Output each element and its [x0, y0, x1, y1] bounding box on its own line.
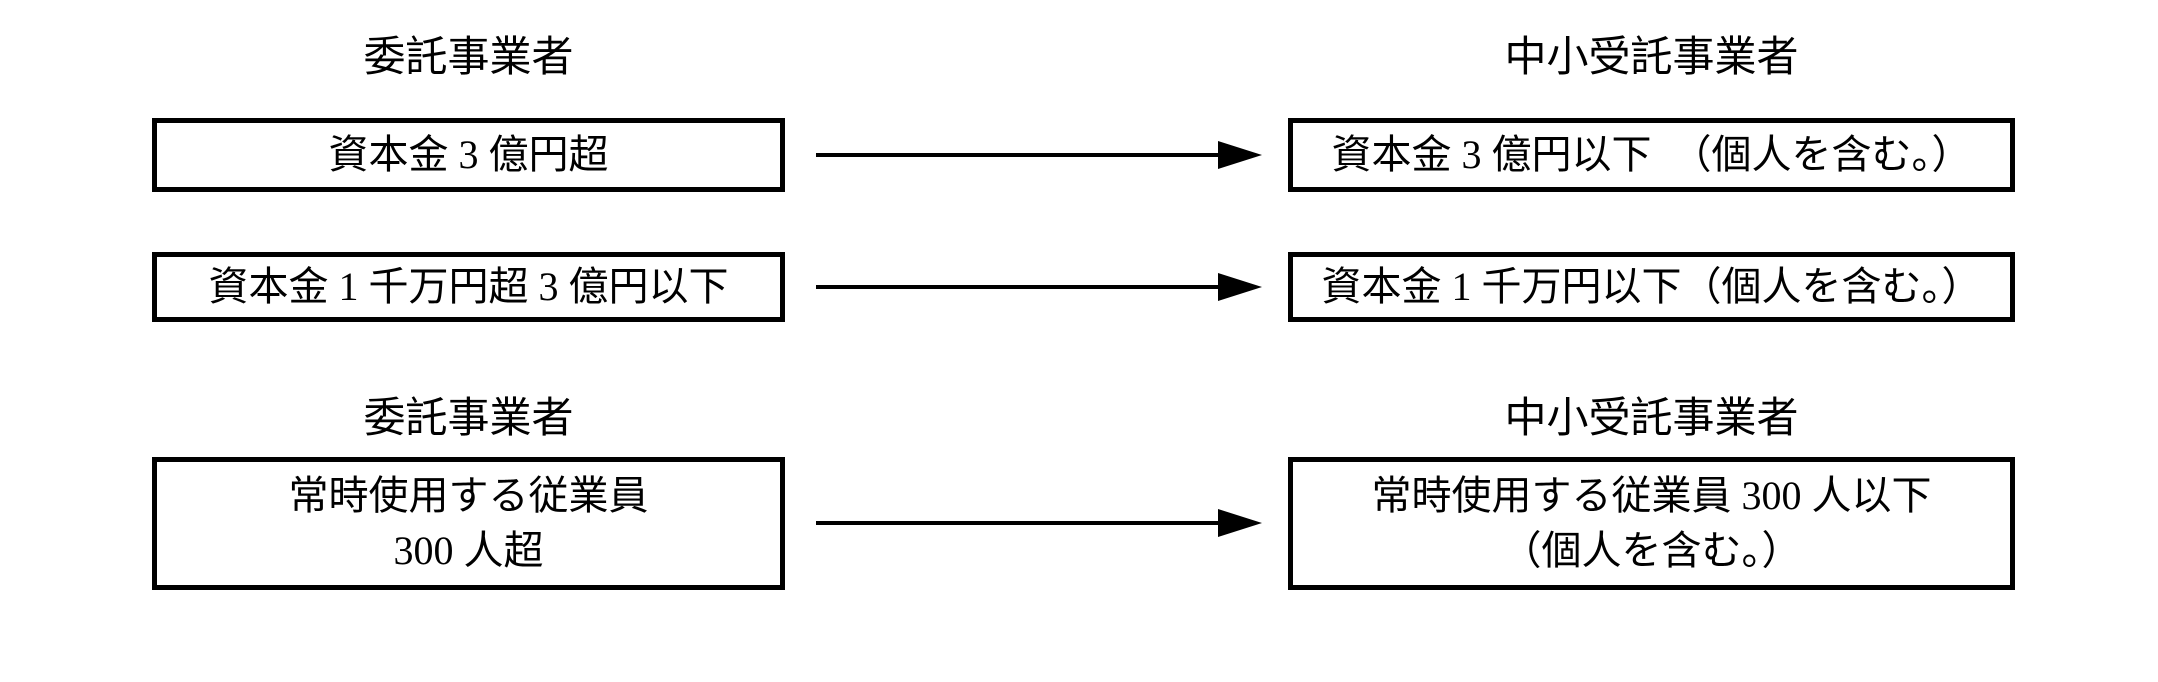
- arrow-right-icon: [816, 509, 1262, 537]
- box-employees-300-or-less-line1: 常時使用する従業員 300 人以下: [1371, 472, 1932, 518]
- heading-consignor-row1: 委託事業者: [363, 35, 574, 81]
- heading-sme-subcontractor-row1: 中小受託事業者: [1504, 35, 1799, 81]
- box-employees-300-or-less-line2: （個人を含む。）: [1501, 528, 1802, 574]
- arrow-right-icon: [816, 141, 1262, 169]
- box-capital-over-10m-to-300m: 資本金 1 千万円超 3 億円以下: [152, 252, 785, 322]
- arrow-right-icon: [816, 273, 1262, 301]
- box-capital-10m-or-less: 資本金 1 千万円以下（個人を含む。）: [1288, 252, 2015, 322]
- heading-sme-subcontractor-row3: 中小受託事業者: [1504, 396, 1799, 442]
- box-capital-over-10m-to-300m-label: 資本金 1 千万円超 3 億円以下: [208, 264, 729, 309]
- box-capital-10m-or-less-label: 資本金 1 千万円以下（個人を含む。）: [1321, 264, 1982, 309]
- heading-consignor-row3: 委託事業者: [363, 396, 574, 442]
- box-employees-over-300-line1: 常時使用する従業員: [288, 472, 649, 518]
- box-employees-over-300-line2: 300 人超: [393, 528, 544, 574]
- box-employees-300-or-less: 常時使用する従業員 300 人以下 （個人を含む。）: [1288, 457, 2015, 590]
- box-capital-300m-or-less-label: 資本金 3 億円以下 （個人を含む。）: [1331, 132, 1972, 177]
- box-capital-300m-or-less: 資本金 3 億円以下 （個人を含む。）: [1288, 118, 2015, 192]
- box-capital-over-300m-label: 資本金 3 億円超: [328, 132, 609, 177]
- box-employees-over-300: 常時使用する従業員 300 人超: [152, 457, 785, 590]
- box-capital-over-300m: 資本金 3 億円超: [152, 118, 785, 192]
